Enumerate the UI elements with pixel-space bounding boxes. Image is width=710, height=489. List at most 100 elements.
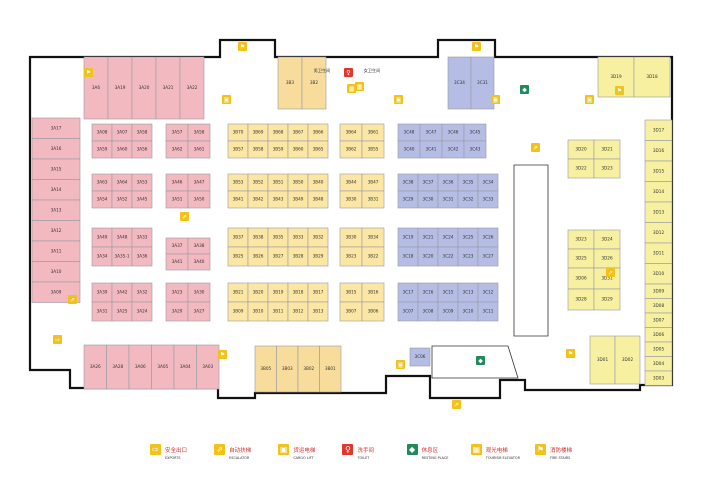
stall-b[interactable] [319, 345, 342, 393]
stall-a[interactable] [187, 190, 211, 209]
stall-label: 3B03 [282, 366, 293, 371]
stall-b[interactable] [307, 301, 329, 322]
stall-label: 3A36 [137, 254, 148, 259]
stall-c[interactable] [477, 246, 499, 267]
stall-d[interactable] [614, 335, 641, 385]
atrium-void [513, 164, 549, 337]
stall-label: 3D06 [575, 276, 587, 281]
stall-d[interactable] [633, 56, 671, 98]
stall-b[interactable] [307, 140, 329, 159]
stall-c[interactable] [477, 301, 499, 322]
stall-label: 3C17 [403, 290, 414, 295]
legend-sublabel: TOILET [357, 456, 370, 460]
stall-label: 3A58 [137, 130, 148, 135]
stall-label: 3C41 [426, 147, 437, 152]
stall-label: 3D29 [601, 297, 613, 302]
stall-label: 3B23 [346, 254, 357, 259]
stall-label: 3D06 [653, 332, 665, 337]
svg-text:⚑: ⚑ [220, 352, 225, 359]
legend-label: 货运电梯 [293, 447, 316, 454]
stall-d[interactable] [593, 158, 621, 179]
stall-label: 3C15 [443, 290, 454, 295]
stall-label: 3B65 [313, 147, 324, 152]
stall-d[interactable] [644, 370, 673, 386]
stall-label: 3B49 [293, 197, 304, 202]
stall-label: 3A15 [51, 166, 62, 171]
stall-label: 3A40 [194, 259, 205, 264]
stall-label: 3C32 [463, 197, 474, 202]
building-outline [28, 38, 674, 400]
stall-c[interactable] [470, 56, 495, 110]
stall-label: 3A63 [97, 180, 108, 185]
stall-a[interactable] [187, 140, 211, 159]
stall-label: 3B3 [286, 80, 295, 85]
emergency-exit-icon: ⇨ [53, 335, 62, 344]
stall-a[interactable] [196, 344, 220, 390]
stall-label: 3B67 [293, 130, 304, 135]
stall-label: 3C08 [423, 309, 434, 314]
escalator-icon: ⇗ [68, 295, 77, 304]
legend-label: 观光电梯 [485, 447, 508, 454]
stall-a[interactable] [131, 140, 153, 159]
legend-label: 消防楼梯 [549, 447, 572, 454]
legend-label: 安全出口 [165, 447, 188, 454]
legend-sublabel: ESCALATOR [229, 456, 250, 460]
restroom-sign: 男卫生间 [314, 67, 331, 74]
stall-label: 3A09 [51, 289, 62, 294]
stall-label: 3A25 [117, 309, 128, 314]
stall-label: 3C45 [470, 130, 481, 135]
stall-label: 3D25 [575, 256, 587, 261]
stall-label: 3C47 [426, 130, 437, 135]
stall-label: 3B42 [253, 197, 264, 202]
stall-c[interactable] [463, 140, 487, 159]
cargo-lift-icon: ▣ [394, 95, 403, 104]
stall-a[interactable] [131, 56, 157, 120]
stall-c[interactable] [409, 347, 431, 367]
lower-atrium [431, 345, 519, 379]
stall-label: 3C09 [443, 309, 454, 314]
stall-label: 3C18 [403, 254, 414, 259]
stall-label: 3A45 [137, 197, 148, 202]
svg-text:▣: ▣ [396, 97, 402, 104]
stall-label: 3A17 [51, 125, 62, 130]
legend-sublabel: TOURISM ELEVATOR [485, 456, 520, 460]
stall-a[interactable] [187, 301, 211, 322]
stall-label: 3B06 [368, 309, 379, 314]
svg-text:⇗: ⇗ [533, 145, 538, 152]
stall-label: 3B25 [233, 254, 244, 259]
stall-c[interactable] [477, 190, 499, 209]
stall-label: 3C35 [463, 180, 474, 185]
stall-b[interactable] [361, 301, 385, 322]
stall-b[interactable] [301, 56, 327, 110]
stall-label: 3B70 [233, 130, 244, 135]
stall-b[interactable] [307, 190, 329, 209]
svg-text:▣: ▣ [493, 97, 499, 104]
stall-a[interactable] [131, 301, 153, 322]
stall-label: 3A6 [92, 85, 101, 90]
stall-label: 3B64 [346, 130, 357, 135]
stall-label: 3A54 [97, 197, 108, 202]
stall-b[interactable] [361, 246, 385, 267]
resting-place-icon: ◆ [406, 444, 418, 455]
stall-a[interactable] [179, 56, 205, 120]
stall-a[interactable] [131, 190, 153, 209]
stall-b[interactable] [361, 190, 385, 209]
stall-a[interactable] [131, 246, 153, 267]
stall-label: 3B31 [368, 197, 379, 202]
stall-label: 3A62 [172, 147, 183, 152]
stall-d[interactable] [593, 288, 621, 311]
stall-a[interactable] [107, 56, 133, 120]
stall-b[interactable] [277, 56, 303, 110]
svg-text:◆: ◆ [478, 358, 483, 365]
stall-label: 3B34 [368, 235, 379, 240]
stall-label: 3C25 [463, 235, 474, 240]
stall-label: 3B10 [253, 309, 264, 314]
stall-label: 3D09 [653, 288, 665, 293]
stall-d[interactable] [589, 335, 616, 385]
stall-a[interactable] [187, 253, 211, 271]
stall-label: 3A58 [194, 130, 205, 135]
stall-label: 3B09 [233, 309, 244, 314]
stall-b[interactable] [307, 246, 329, 267]
stall-label: 3A08 [97, 130, 108, 135]
stall-b[interactable] [361, 140, 385, 159]
